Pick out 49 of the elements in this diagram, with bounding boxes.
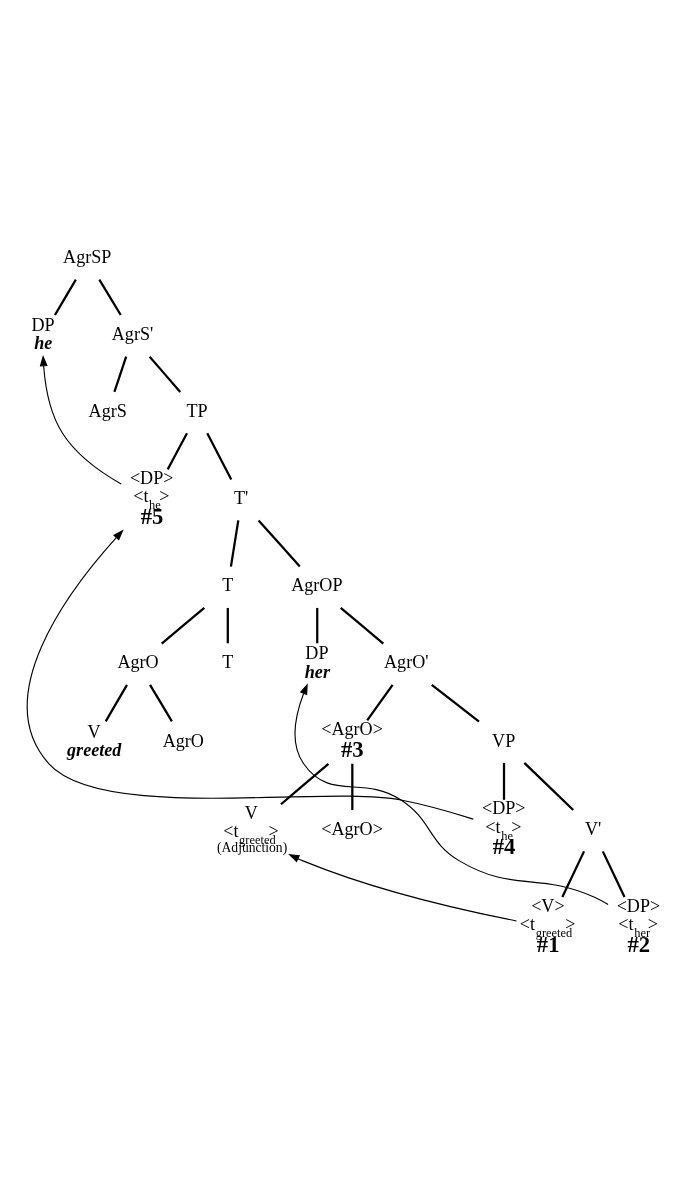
connector (316, 607, 319, 644)
connector (280, 762, 330, 806)
connector (113, 356, 128, 393)
connector (226, 607, 229, 644)
node-text: AgrO' (384, 652, 429, 673)
connector (54, 279, 77, 316)
node-text: <DP> <t$_{he}$> #5 (129, 467, 174, 529)
node-text: AgrS' (111, 324, 154, 345)
node-text: T (222, 652, 234, 673)
node-text: AgrS (88, 401, 127, 422)
connector (601, 850, 626, 898)
connector (561, 850, 586, 898)
node-text: DP he (31, 315, 55, 354)
node-text: AgrOP (291, 575, 343, 596)
node-text: V' (584, 818, 602, 839)
node-text: V greeted (67, 721, 122, 760)
node-text: <AgrO> #3 (321, 719, 383, 762)
node-text: VP (492, 730, 516, 751)
connector (229, 520, 240, 567)
node-text: T (222, 575, 234, 596)
node-text: AgrSP (63, 247, 112, 268)
connector (148, 355, 182, 393)
arrow (288, 853, 517, 922)
connector (161, 607, 206, 645)
node-text: <AgrO> (321, 818, 383, 839)
connector (366, 684, 394, 721)
connector (257, 519, 301, 568)
connector (149, 684, 173, 722)
connector (351, 763, 354, 811)
connector (104, 684, 128, 722)
node-text: V <t$_{greeted}$> (Adjunction) (217, 803, 288, 855)
arrow (294, 683, 609, 906)
connector (340, 607, 385, 645)
arrow (26, 529, 474, 820)
node-text: AgrO (117, 652, 159, 673)
node-text: DP her (304, 643, 330, 682)
connector (523, 762, 574, 811)
node-text: T' (234, 488, 249, 509)
node-text: TP (186, 401, 208, 422)
connector (206, 432, 233, 480)
connector (431, 683, 480, 723)
connector (502, 762, 506, 800)
node-text: <DP> <t$_{he}$> #4 (481, 798, 526, 860)
connector (166, 432, 188, 470)
node-text: AgrO (162, 730, 204, 751)
connector (98, 279, 122, 316)
node-text: <V> <t$_{greeted}$> #1 (519, 895, 576, 957)
node-text: <DP> <t$_{her}$> #2 (616, 895, 661, 957)
arrow (39, 354, 122, 485)
